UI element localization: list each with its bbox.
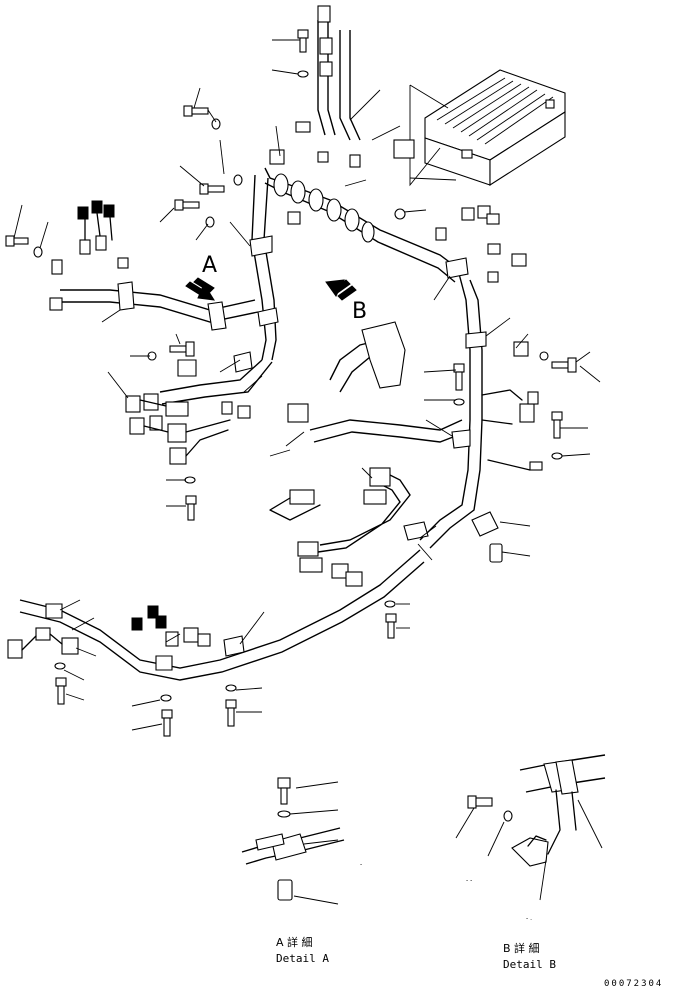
washer: [384, 600, 396, 608]
bolt: [297, 29, 309, 53]
detail-a-title-jp: A 詳 細: [276, 935, 313, 949]
bolt: [55, 677, 67, 705]
drawing-number: 00072304: [604, 979, 663, 989]
bolt: [169, 341, 195, 357]
washer: [453, 398, 465, 406]
bolt: [551, 411, 563, 439]
bolt: [185, 495, 197, 521]
detail-b-title-jp: B 詳 細: [503, 941, 540, 955]
washer: [297, 70, 309, 78]
spacer: [277, 879, 293, 901]
connector-group-right: [481, 341, 543, 471]
bolt: [183, 105, 209, 117]
bolt: [174, 199, 200, 211]
detail-b-view: - - - . B 詳 細 Detail B: [455, 754, 606, 971]
washer: [54, 662, 66, 670]
bolt: [199, 183, 225, 195]
washer: [277, 810, 291, 818]
harness-clamps: [45, 235, 487, 671]
washer: [33, 246, 43, 258]
detail-b-title-en: Detail B: [503, 958, 556, 971]
connector-group-upper-center: [269, 5, 415, 243]
connector-group-top-left: [49, 200, 129, 311]
detail-a-title-en: Detail A: [276, 952, 329, 965]
view-label-a: A: [202, 253, 217, 278]
detail-a-view: - A 詳 細 Detail A: [241, 777, 362, 965]
spacer: [489, 543, 503, 563]
svg-text:- .: - .: [526, 915, 532, 922]
bolt: [161, 709, 173, 737]
view-arrow-a: A: [185, 253, 217, 301]
view-arrow-b: B: [325, 279, 367, 324]
connector-group-bottom-left: [7, 605, 211, 659]
leader-lines: [13, 39, 601, 731]
controller-box: [409, 69, 566, 187]
bolts-and-washers: [5, 29, 577, 737]
washer: [394, 208, 406, 220]
bolt: [453, 363, 465, 391]
washer: [503, 810, 513, 822]
washer: [551, 452, 563, 460]
svg-text:- -: - -: [466, 877, 472, 884]
main-harness: [19, 20, 483, 681]
washer: [539, 351, 549, 361]
bolt: [385, 613, 397, 639]
bolt: [277, 777, 291, 805]
bolt: [225, 699, 237, 727]
washer: [211, 118, 221, 130]
bolt: [5, 235, 29, 247]
bolt: [551, 357, 577, 373]
washer: [233, 174, 243, 186]
washer: [225, 684, 237, 692]
connector-group-top-right: [435, 205, 527, 283]
washer: [184, 476, 196, 484]
svg-text:-: -: [360, 861, 362, 868]
connector-group-center: [269, 321, 406, 587]
connector-group-middle-left: [125, 393, 251, 465]
spacer-bracket: [471, 511, 499, 537]
bolt: [467, 795, 493, 809]
view-label-b: B: [352, 299, 367, 324]
washer: [160, 694, 172, 702]
